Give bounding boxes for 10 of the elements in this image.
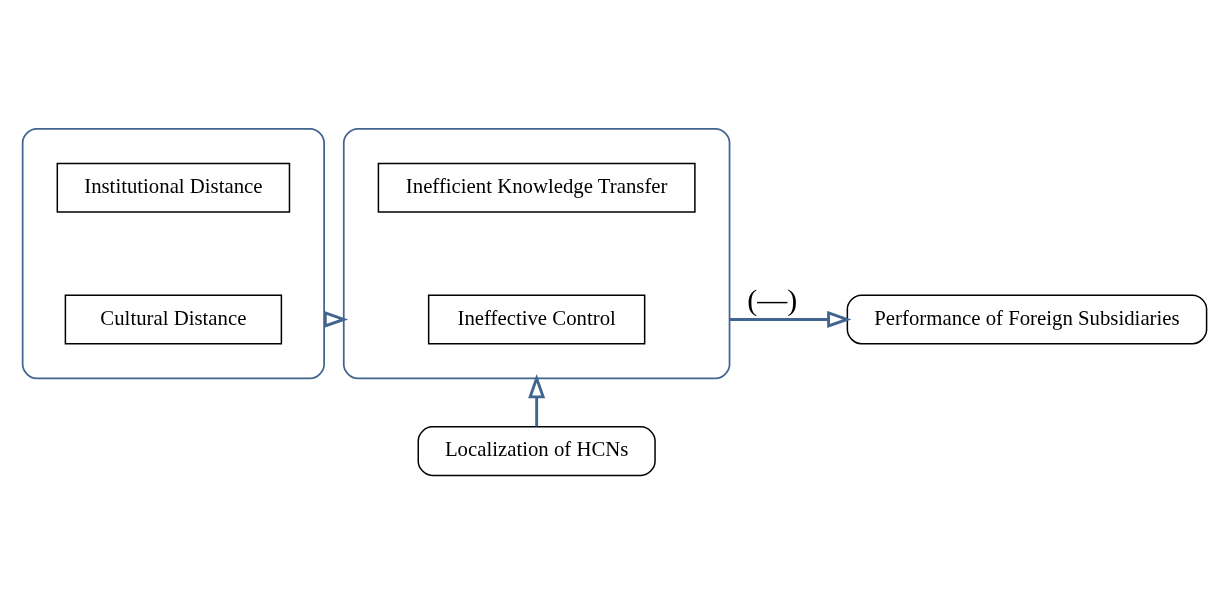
node-box: Inefficient Knowledge Transfer (377, 162, 696, 213)
node-box: Performance of Foreign Subsidiaries (846, 293, 1208, 344)
edge-label: (—) (747, 282, 798, 316)
cluster (342, 127, 731, 379)
arrow (729, 310, 852, 328)
arrow (528, 373, 546, 426)
node-box: Institutional Distance (56, 162, 291, 213)
node-box: Ineffective Control (427, 293, 646, 344)
node-box: Localization of HCNs (417, 425, 656, 476)
node-box: Cultural Distance (64, 293, 283, 344)
